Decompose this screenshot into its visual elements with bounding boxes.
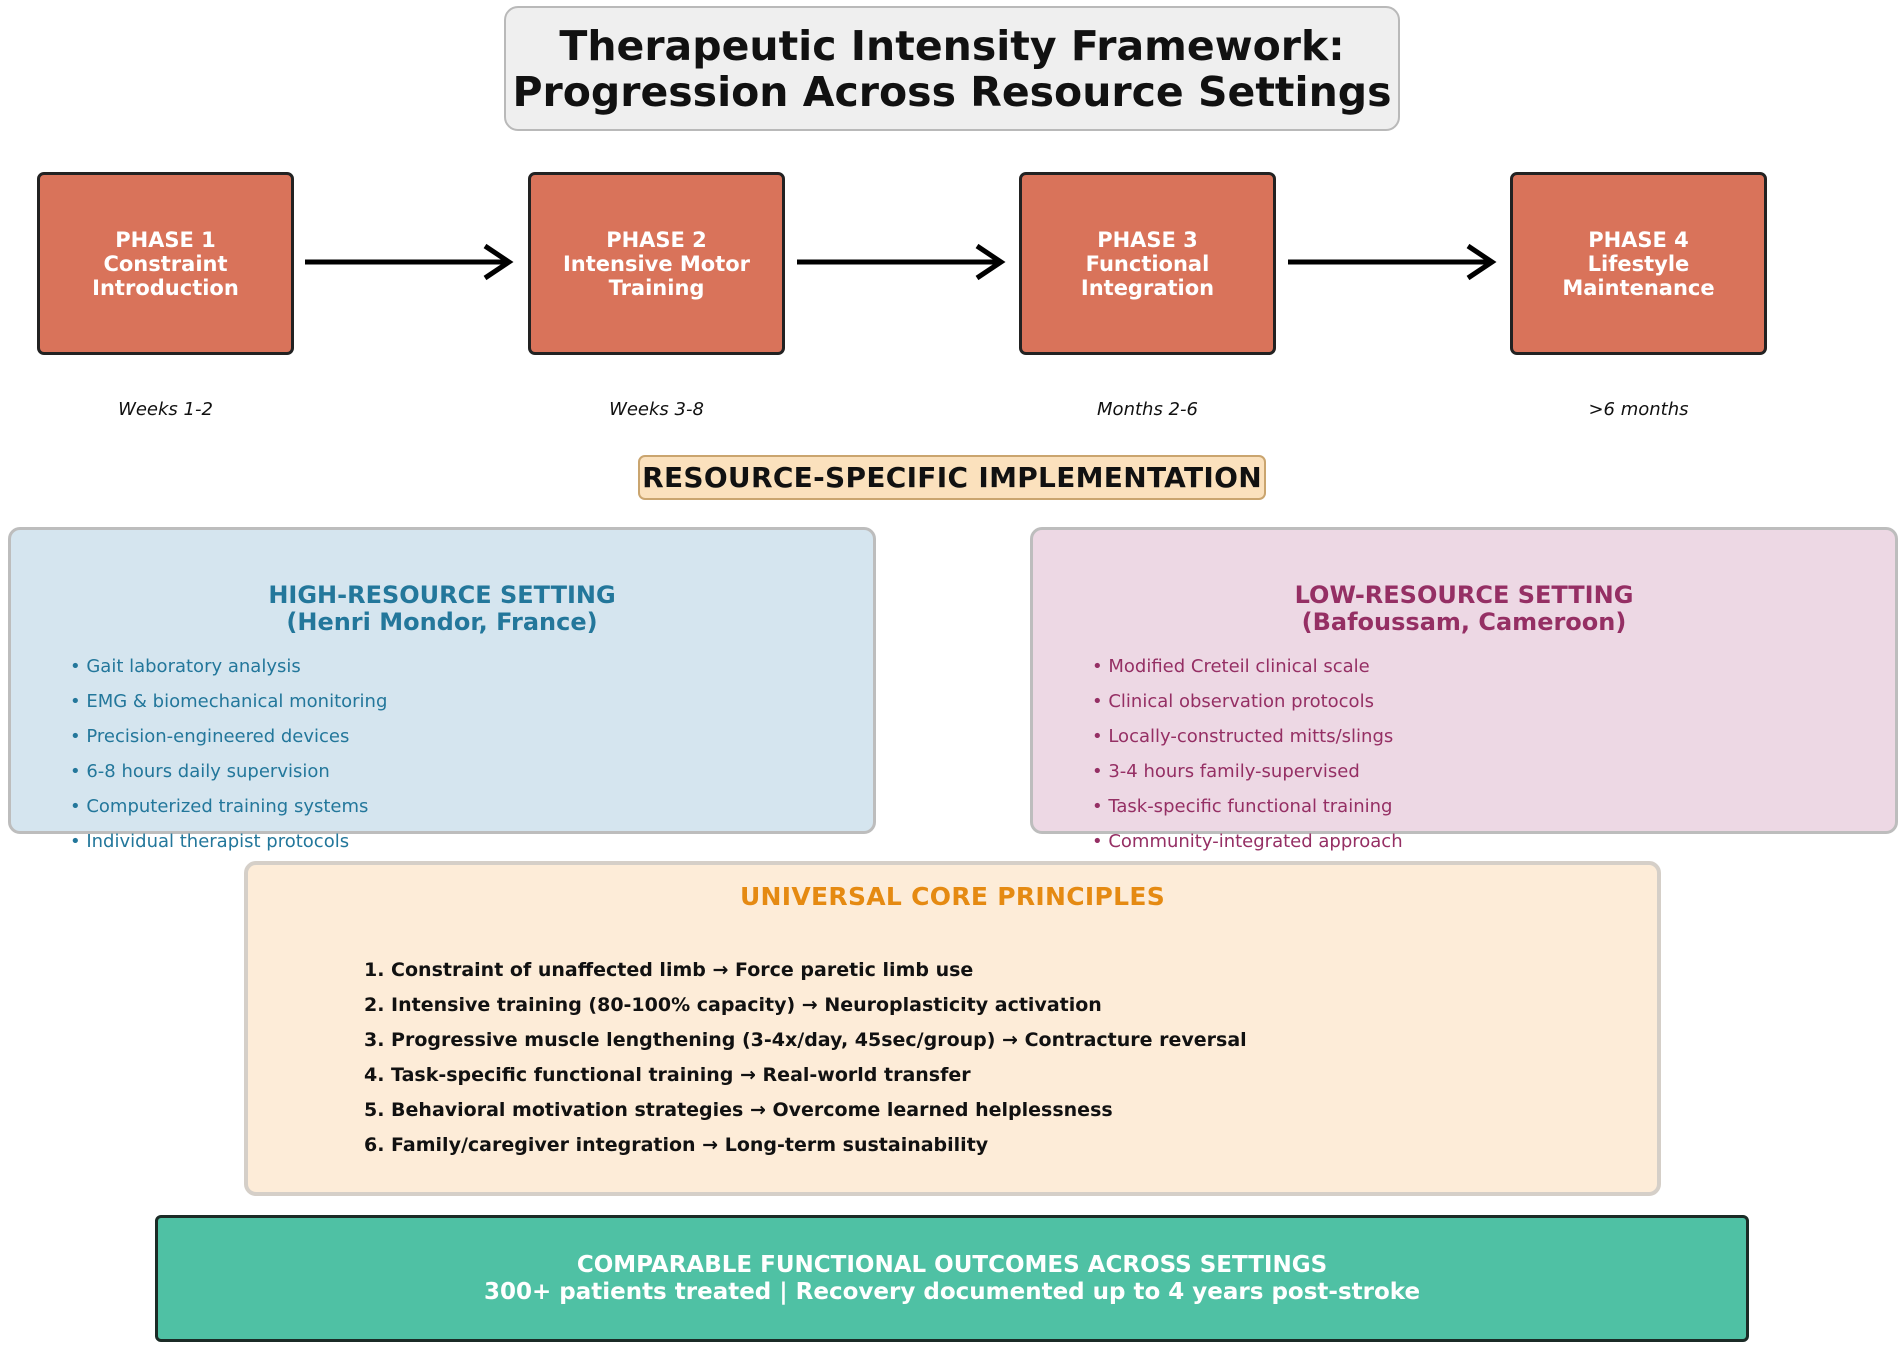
phase-3-label: PHASE 3 [1097,227,1198,252]
phase-2-name-line-2: Training [608,275,705,300]
principle-item: 6. Family/caregiver integration → Long-t… [364,1134,989,1156]
principle-item: 2. Intensive training (80-100% capacity)… [364,994,1102,1016]
phase-2-name-line-1: Intensive Motor [562,251,751,276]
high-resource-list: Gait laboratory analysis EMG & biomechan… [70,649,387,859]
phase-1-name-line-2: Introduction [92,275,239,300]
high-resource-item: Computerized training systems [70,789,387,824]
principle-item: 4. Task-specific functional training → R… [364,1064,971,1086]
low-resource-title: LOW-RESOURCE SETTING (Bafoussam, Cameroo… [1033,582,1895,636]
phase-3-duration: Months 2-6 [1097,399,1198,420]
high-resource-title: HIGH-RESOURCE SETTING (Henri Mondor, Fra… [11,582,873,636]
low-resource-item: Clinical observation protocols [1092,684,1403,719]
outcome-line-2: 300+ patients treated | Recovery documen… [483,1278,1421,1305]
phase-2-box: PHASE 2 Intensive Motor Training [528,172,785,355]
phase-3-to-4-arrow [1288,243,1497,281]
low-resource-item: 3-4 hours family-supervised [1092,754,1403,789]
phase-2-label: PHASE 2 [606,227,707,252]
high-resource-item: Precision-engineered devices [70,719,387,754]
diagram-title-line-1: Therapeutic Intensity Framework: [559,21,1345,70]
phase-1-box: PHASE 1 Constraint Introduction [37,172,294,355]
outcome-line-1: COMPARABLE FUNCTIONAL OUTCOMES ACROSS SE… [576,1251,1328,1278]
phase-1-to-2-arrow [305,243,514,281]
low-resource-title-line-1: LOW-RESOURCE SETTING [1294,581,1634,609]
principle-item: 3. Progressive muscle lengthening (3-4x/… [364,1029,1247,1051]
phase-4-name-line-2: Maintenance [1562,275,1715,300]
high-resource-title-line-1: HIGH-RESOURCE SETTING [268,581,616,609]
low-resource-item: Community-integrated approach [1092,824,1402,859]
phase-1-label: PHASE 1 [115,227,216,252]
principle-item: 1. Constraint of unaffected limb → Force… [364,959,974,981]
principle-item: 5. Behavioral motivation strategies → Ov… [364,1099,1113,1121]
high-resource-item: EMG & biomechanical monitoring [70,684,387,719]
low-resource-item: Modified Creteil clinical scale [1092,649,1403,684]
high-resource-title-line-2: (Henri Mondor, France) [286,608,598,636]
diagram-title-line-2: Progression Across Resource Settings [512,67,1392,116]
phase-4-box: PHASE 4 Lifestyle Maintenance [1510,172,1767,355]
phase-2-duration: Weeks 3-8 [609,399,704,420]
high-resource-panel: HIGH-RESOURCE SETTING (Henri Mondor, Fra… [8,527,876,852]
phase-4-duration: >6 months [1588,399,1689,420]
universal-principles-panel: UNIVERSAL CORE PRINCIPLES 1. Constraint … [244,861,1661,1196]
phase-1-duration: Weeks 1-2 [118,399,213,420]
phase-4-name-line-1: Lifestyle [1587,251,1690,276]
high-resource-item: Gait laboratory analysis [70,649,387,684]
universal-principles-list: 1. Constraint of unaffected limb → Force… [364,953,1247,1163]
diagram-title-box: Therapeutic Intensity Framework: Progres… [504,6,1400,131]
low-resource-panel: LOW-RESOURCE SETTING (Bafoussam, Cameroo… [1030,527,1898,852]
low-resource-item: Locally-constructed mitts/slings [1092,719,1403,754]
low-resource-title-line-2: (Bafoussam, Cameroon) [1301,608,1627,636]
phase-4-label: PHASE 4 [1588,227,1689,252]
phase-1-name-line-1: Constraint [103,251,228,276]
phase-3-name-line-2: Integration [1080,275,1215,300]
phase-3-box: PHASE 3 Functional Integration [1019,172,1276,355]
universal-principles-title: UNIVERSAL CORE PRINCIPLES [739,882,1166,911]
phase-2-to-3-arrow [797,243,1006,281]
low-resource-item: Task-specific functional training [1092,789,1403,824]
high-resource-item: Individual therapist protocols [70,824,387,859]
phase-3-name-line-1: Functional [1085,251,1210,276]
high-resource-item: 6-8 hours daily supervision [70,754,387,789]
outcome-box: COMPARABLE FUNCTIONAL OUTCOMES ACROSS SE… [155,1215,1749,1342]
low-resource-list: Modified Creteil clinical scale Clinical… [1092,649,1403,859]
resource-specific-heading: RESOURCE-SPECIFIC IMPLEMENTATION [638,455,1266,500]
